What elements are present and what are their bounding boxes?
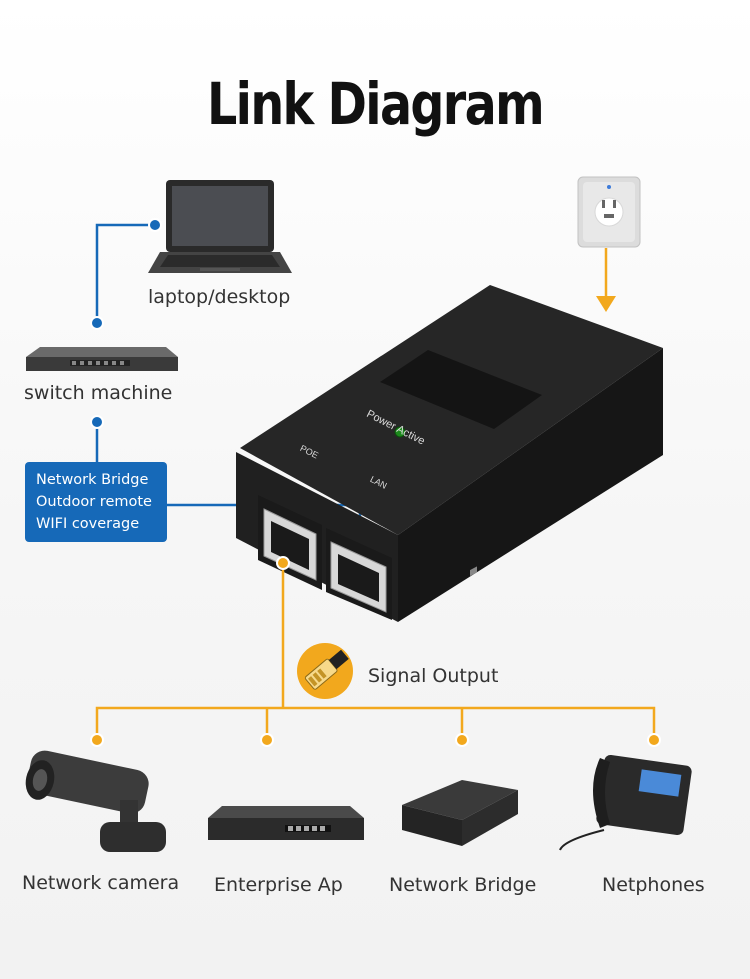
switch-label: switch machine: [24, 382, 173, 404]
page-title: Link Diagram: [206, 70, 545, 138]
camera-icon: [25, 750, 166, 852]
power-arrow-head: [596, 296, 616, 312]
output-label-bridge: Network Bridge: [389, 874, 537, 896]
bridge-line-2: Outdoor remote: [36, 494, 152, 510]
poe-port-dot: [276, 556, 290, 570]
laptop-node-dot: [148, 218, 162, 232]
bridge-node-dot: [90, 415, 104, 429]
phone-icon: [559, 754, 692, 851]
enterprise-node-dot: [260, 733, 274, 747]
power-led: [394, 426, 406, 438]
phone-node-dot: [647, 733, 661, 747]
laptop-icon: [148, 180, 292, 273]
laptop-label: laptop/desktop: [148, 286, 291, 308]
laptop-to-switch-line: [95, 223, 155, 323]
rj45-connector-icon: [297, 643, 353, 699]
output-label-enterprise: Enterprise Ap: [214, 874, 343, 896]
switch-icon: [26, 347, 178, 371]
bridge-line-1: Network Bridge: [36, 472, 149, 488]
output-label-phone: Netphones: [602, 874, 705, 896]
poe-injector-device: [236, 285, 663, 622]
router-icon: [208, 806, 364, 840]
bridge-out-node-dot: [455, 733, 469, 747]
camera-node-dot: [90, 733, 104, 747]
output-bus: [95, 706, 656, 740]
signal-output-label: Signal Output: [368, 665, 499, 687]
output-label-camera: Network camera: [22, 872, 180, 894]
bridge-line-3: WIFI coverage: [36, 516, 140, 532]
switch-node-dot: [90, 316, 104, 330]
wall-socket-icon: [577, 176, 641, 248]
bridge-info-box: Network Bridge Outdoor remote WIFI cover…: [25, 462, 167, 542]
network-bridge-icon: [402, 566, 518, 846]
